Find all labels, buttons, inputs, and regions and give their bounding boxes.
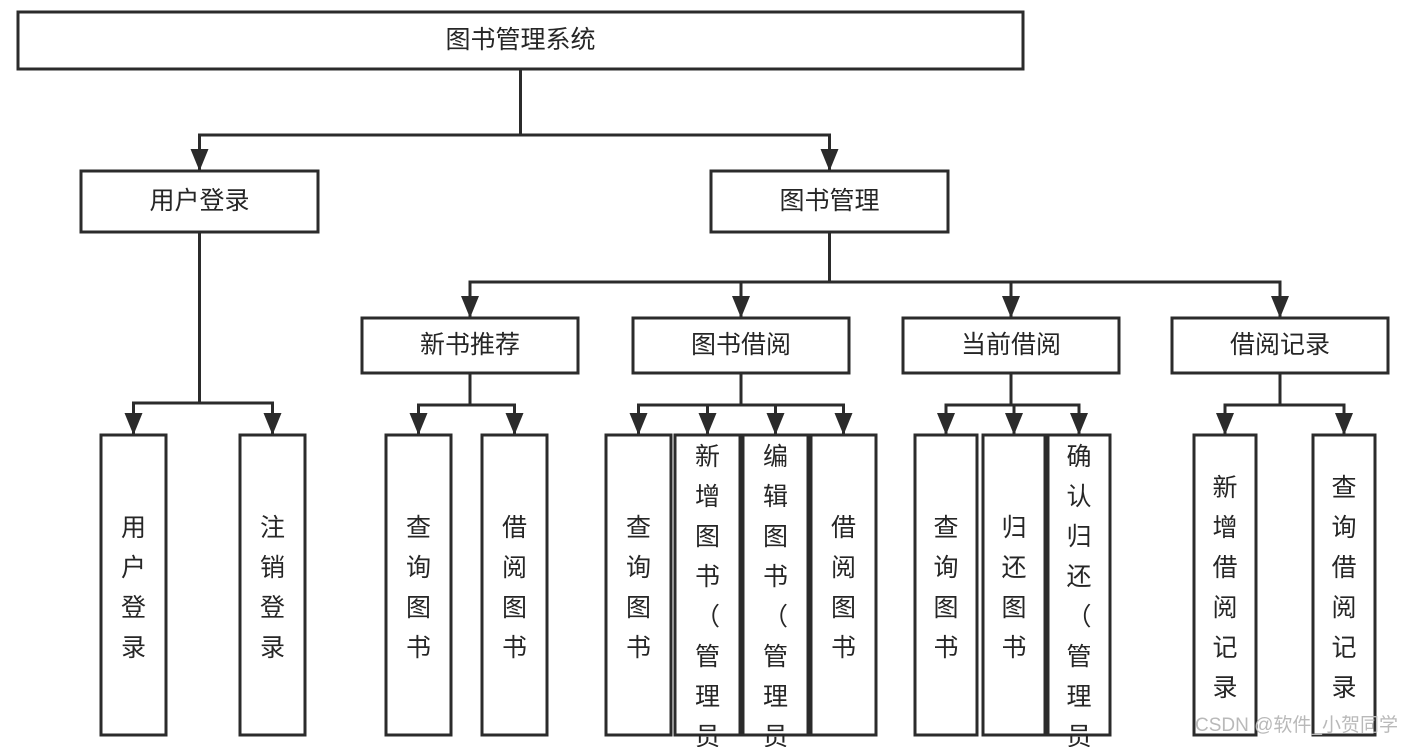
node-label-add-borrow-record: 新增借阅记录: [1212, 474, 1237, 702]
node-box-query-book-3[interactable]: [913, 433, 979, 737]
node-box-return-book[interactable]: [981, 433, 1047, 737]
arrow-head: [1216, 413, 1234, 435]
node-box-borrow-book-2[interactable]: [809, 433, 878, 737]
node-label-query-book-2: 查询图书: [626, 514, 651, 662]
node-label-query-book-1: 查询图书: [406, 514, 431, 662]
node-label-user-login: 用户登录: [149, 187, 249, 215]
node-label-borrow-book-1: 借阅图书: [502, 514, 527, 662]
connector-layer: [124, 67, 1353, 437]
node-box-new-book-recommend[interactable]: [360, 316, 580, 375]
arrow-head: [409, 413, 428, 435]
node-box-add-book-admin[interactable]: [673, 433, 742, 737]
node-new-book-recommend[interactable]: 新书推荐: [360, 316, 580, 375]
arrow-head: [834, 413, 853, 435]
node-query-book-2[interactable]: 查询图书: [604, 433, 673, 737]
node-label-book-manage: 图书管理: [779, 187, 879, 215]
node-box-root[interactable]: [16, 10, 1025, 71]
node-label-query-book-3: 查询图书: [933, 514, 958, 662]
arrow-head: [1335, 413, 1353, 435]
node-user-logout[interactable]: 注销登录: [238, 433, 307, 737]
node-box-user-logout[interactable]: [238, 433, 307, 737]
arrow-head: [124, 413, 143, 435]
node-box-add-borrow-record[interactable]: [1192, 433, 1258, 737]
node-confirm-return-admin[interactable]: 确认归还（管理员）: [1046, 433, 1112, 747]
node-user-login[interactable]: 用户登录: [79, 169, 320, 234]
node-box-user-login-do[interactable]: [99, 433, 168, 737]
node-query-book-3[interactable]: 查询图书: [913, 433, 979, 737]
node-query-borrow-record[interactable]: 查询借阅记录: [1311, 433, 1377, 737]
node-label-query-borrow-record: 查询借阅记录: [1331, 474, 1356, 702]
arrow-head: [629, 413, 648, 435]
node-label-borrow-record: 借阅记录: [1230, 331, 1330, 359]
node-current-borrow[interactable]: 当前借阅: [901, 316, 1121, 375]
node-label-book-borrow: 图书借阅: [691, 331, 791, 359]
node-root[interactable]: 图书管理系统: [16, 10, 1025, 71]
node-query-book-1[interactable]: 查询图书: [384, 433, 453, 737]
arrow-head: [190, 149, 209, 171]
arrow-head: [505, 413, 524, 435]
node-label-add-book-admin: 新增图书（管理员）: [695, 443, 720, 747]
node-box-query-borrow-record[interactable]: [1311, 433, 1377, 737]
node-label-new-book-recommend: 新书推荐: [420, 331, 520, 359]
node-book-manage[interactable]: 图书管理: [709, 169, 950, 234]
node-label-edit-book-admin: 编辑图书（管理员）: [763, 443, 788, 747]
node-box-edit-book-admin[interactable]: [741, 433, 810, 737]
node-borrow-book-2[interactable]: 借阅图书: [809, 433, 878, 737]
node-label-borrow-book-2: 借阅图书: [831, 514, 856, 662]
arrow-head: [1070, 413, 1088, 435]
node-box-current-borrow[interactable]: [901, 316, 1121, 375]
arrow-head: [1271, 296, 1289, 318]
arrow-head: [461, 296, 479, 318]
node-box-confirm-return-admin[interactable]: [1046, 433, 1112, 737]
arrow-head: [766, 413, 785, 435]
arrow-head: [820, 149, 839, 171]
arrow-head: [1002, 296, 1020, 318]
node-add-borrow-record[interactable]: 新增借阅记录: [1192, 433, 1258, 737]
node-return-book[interactable]: 归还图书: [981, 433, 1047, 737]
arrow-head: [1005, 413, 1023, 435]
node-label-return-book: 归还图书: [1001, 514, 1026, 662]
node-box-query-book-2[interactable]: [604, 433, 673, 737]
node-label-user-login-do: 用户登录: [121, 514, 146, 662]
node-edit-book-admin[interactable]: 编辑图书（管理员）: [741, 433, 810, 747]
node-book-borrow[interactable]: 图书借阅: [631, 316, 851, 375]
arrow-head: [937, 413, 955, 435]
node-layer: 图书管理系统用户登录图书管理用户登录注销登录新书推荐查询图书借阅图书图书借阅查询…: [16, 10, 1390, 747]
node-box-query-book-1[interactable]: [384, 433, 453, 737]
csdn-watermark: CSDN @软件_小贺同学: [1195, 714, 1398, 736]
arrow-head: [698, 413, 717, 435]
node-box-book-manage[interactable]: [709, 169, 950, 234]
node-borrow-record[interactable]: 借阅记录: [1170, 316, 1390, 375]
node-user-login-do[interactable]: 用户登录: [99, 433, 168, 737]
arrow-head: [263, 413, 282, 435]
node-box-borrow-record[interactable]: [1170, 316, 1390, 375]
node-box-book-borrow[interactable]: [631, 316, 851, 375]
node-add-book-admin[interactable]: 新增图书（管理员）: [673, 433, 742, 747]
node-label-current-borrow: 当前借阅: [961, 331, 1061, 359]
node-box-borrow-book-1[interactable]: [480, 433, 549, 737]
node-label-user-logout: 注销登录: [260, 514, 285, 662]
node-label-root: 图书管理系统: [445, 26, 595, 54]
node-borrow-book-1[interactable]: 借阅图书: [480, 433, 549, 737]
node-box-user-login[interactable]: [79, 169, 320, 234]
node-label-confirm-return-admin: 确认归还（管理员）: [1066, 443, 1091, 747]
arrow-head: [732, 296, 750, 318]
